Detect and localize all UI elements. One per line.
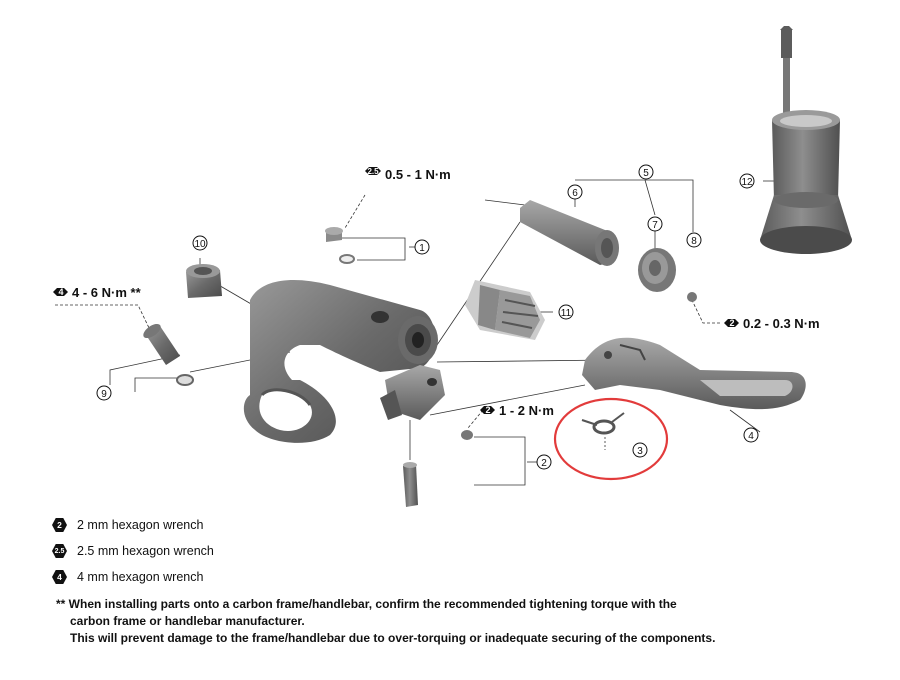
callout-3: 3 [632,442,648,458]
callout-4: 4 [743,427,759,443]
hex-badge-icon: 4 [52,569,67,585]
lever-body [243,280,445,443]
note-line-1: ** When installing parts onto a carbon f… [56,597,677,611]
torque-value-bleed: 1 - 2 N·m [499,403,554,418]
sleeve-part [186,264,222,298]
callout-5: 5 [638,164,654,180]
tool-badge-4: 4 [58,287,63,297]
svg-text:1: 1 [419,243,425,254]
svg-text:6: 6 [572,188,578,199]
torque-label-2-5: 2.5 0.5 - 1 N·m [365,167,451,182]
torque-value-cap: 0.2 - 0.3 N·m [743,316,820,331]
torque-label-2-cap: 2 0.2 - 0.3 N·m [724,316,820,331]
clamp-bolt [143,323,194,386]
hex-badge-icon: 2 [52,517,67,533]
callout-7: 7 [647,216,663,232]
tool-legend: 2 2 mm hexagon wrench 2.5 2.5 mm hexagon… [52,512,214,590]
reservoir-cover [465,280,545,340]
callout-1: 1 [414,239,430,255]
note-line-2: carbon frame or handlebar manufacturer. [70,614,305,628]
svg-text:10: 10 [194,239,206,250]
tool-badge-2-bleed: 2 [485,405,490,415]
callout-8: 8 [686,232,702,248]
legend-text: 4 mm hexagon wrench [77,570,204,584]
piston-cap [638,248,676,292]
callout-2: 2 [536,454,552,470]
callout-6: 6 [567,184,583,200]
svg-text:11: 11 [561,308,572,319]
exploded-parts-diagram: 2.5 0.5 - 1 N·m 4 4 - 6 N·m ** 2 0.2 - 0… [53,26,852,507]
legend-row-2mm: 2 2 mm hexagon wrench [52,512,214,538]
torque-label-4: 4 4 - 6 N·m ** [53,285,142,300]
tool-badge-2-cap: 2 [729,318,734,328]
callout-9: 9 [96,385,112,401]
bleed-funnel-tool [760,26,852,254]
piston [520,200,619,266]
callout-11: 11 [558,304,574,320]
lever-blade [582,337,806,410]
svg-text:4: 4 [748,431,754,442]
callout-12: 12 [739,173,755,189]
small-ball [687,292,697,302]
callout-10: 10 [192,235,208,251]
legend-row-4mm: 4 4 mm hexagon wrench [52,564,214,590]
torque-value-clamp: 4 - 6 N·m ** [72,285,142,300]
highlight-circle [553,397,669,481]
legend-text: 2.5 mm hexagon wrench [77,544,214,558]
torque-value-top: 0.5 - 1 N·m [385,167,451,182]
svg-text:5: 5 [643,168,649,179]
tool-badge-2-5: 2.5 [367,167,379,176]
svg-text:8: 8 [691,236,697,247]
torque-label-2-bleed: 2 1 - 2 N·m [480,403,554,418]
carbon-note: ** When installing parts onto a carbon f… [56,596,776,647]
hex-badge-icon: 2.5 [52,543,67,559]
bleed-screw [403,430,473,507]
top-screw [325,227,355,264]
note-line-3: This will prevent damage to the frame/ha… [70,631,716,645]
part-callouts: 1 2 3 4 5 6 7 8 9 10 11 12 [96,164,759,470]
svg-text:7: 7 [652,220,658,231]
return-spring [581,412,625,435]
svg-text:12: 12 [741,177,753,188]
legend-row-2-5mm: 2.5 2.5 mm hexagon wrench [52,538,214,564]
svg-text:9: 9 [101,389,107,400]
svg-text:2: 2 [541,458,547,469]
legend-text: 2 mm hexagon wrench [77,518,204,532]
svg-text:3: 3 [637,446,643,457]
